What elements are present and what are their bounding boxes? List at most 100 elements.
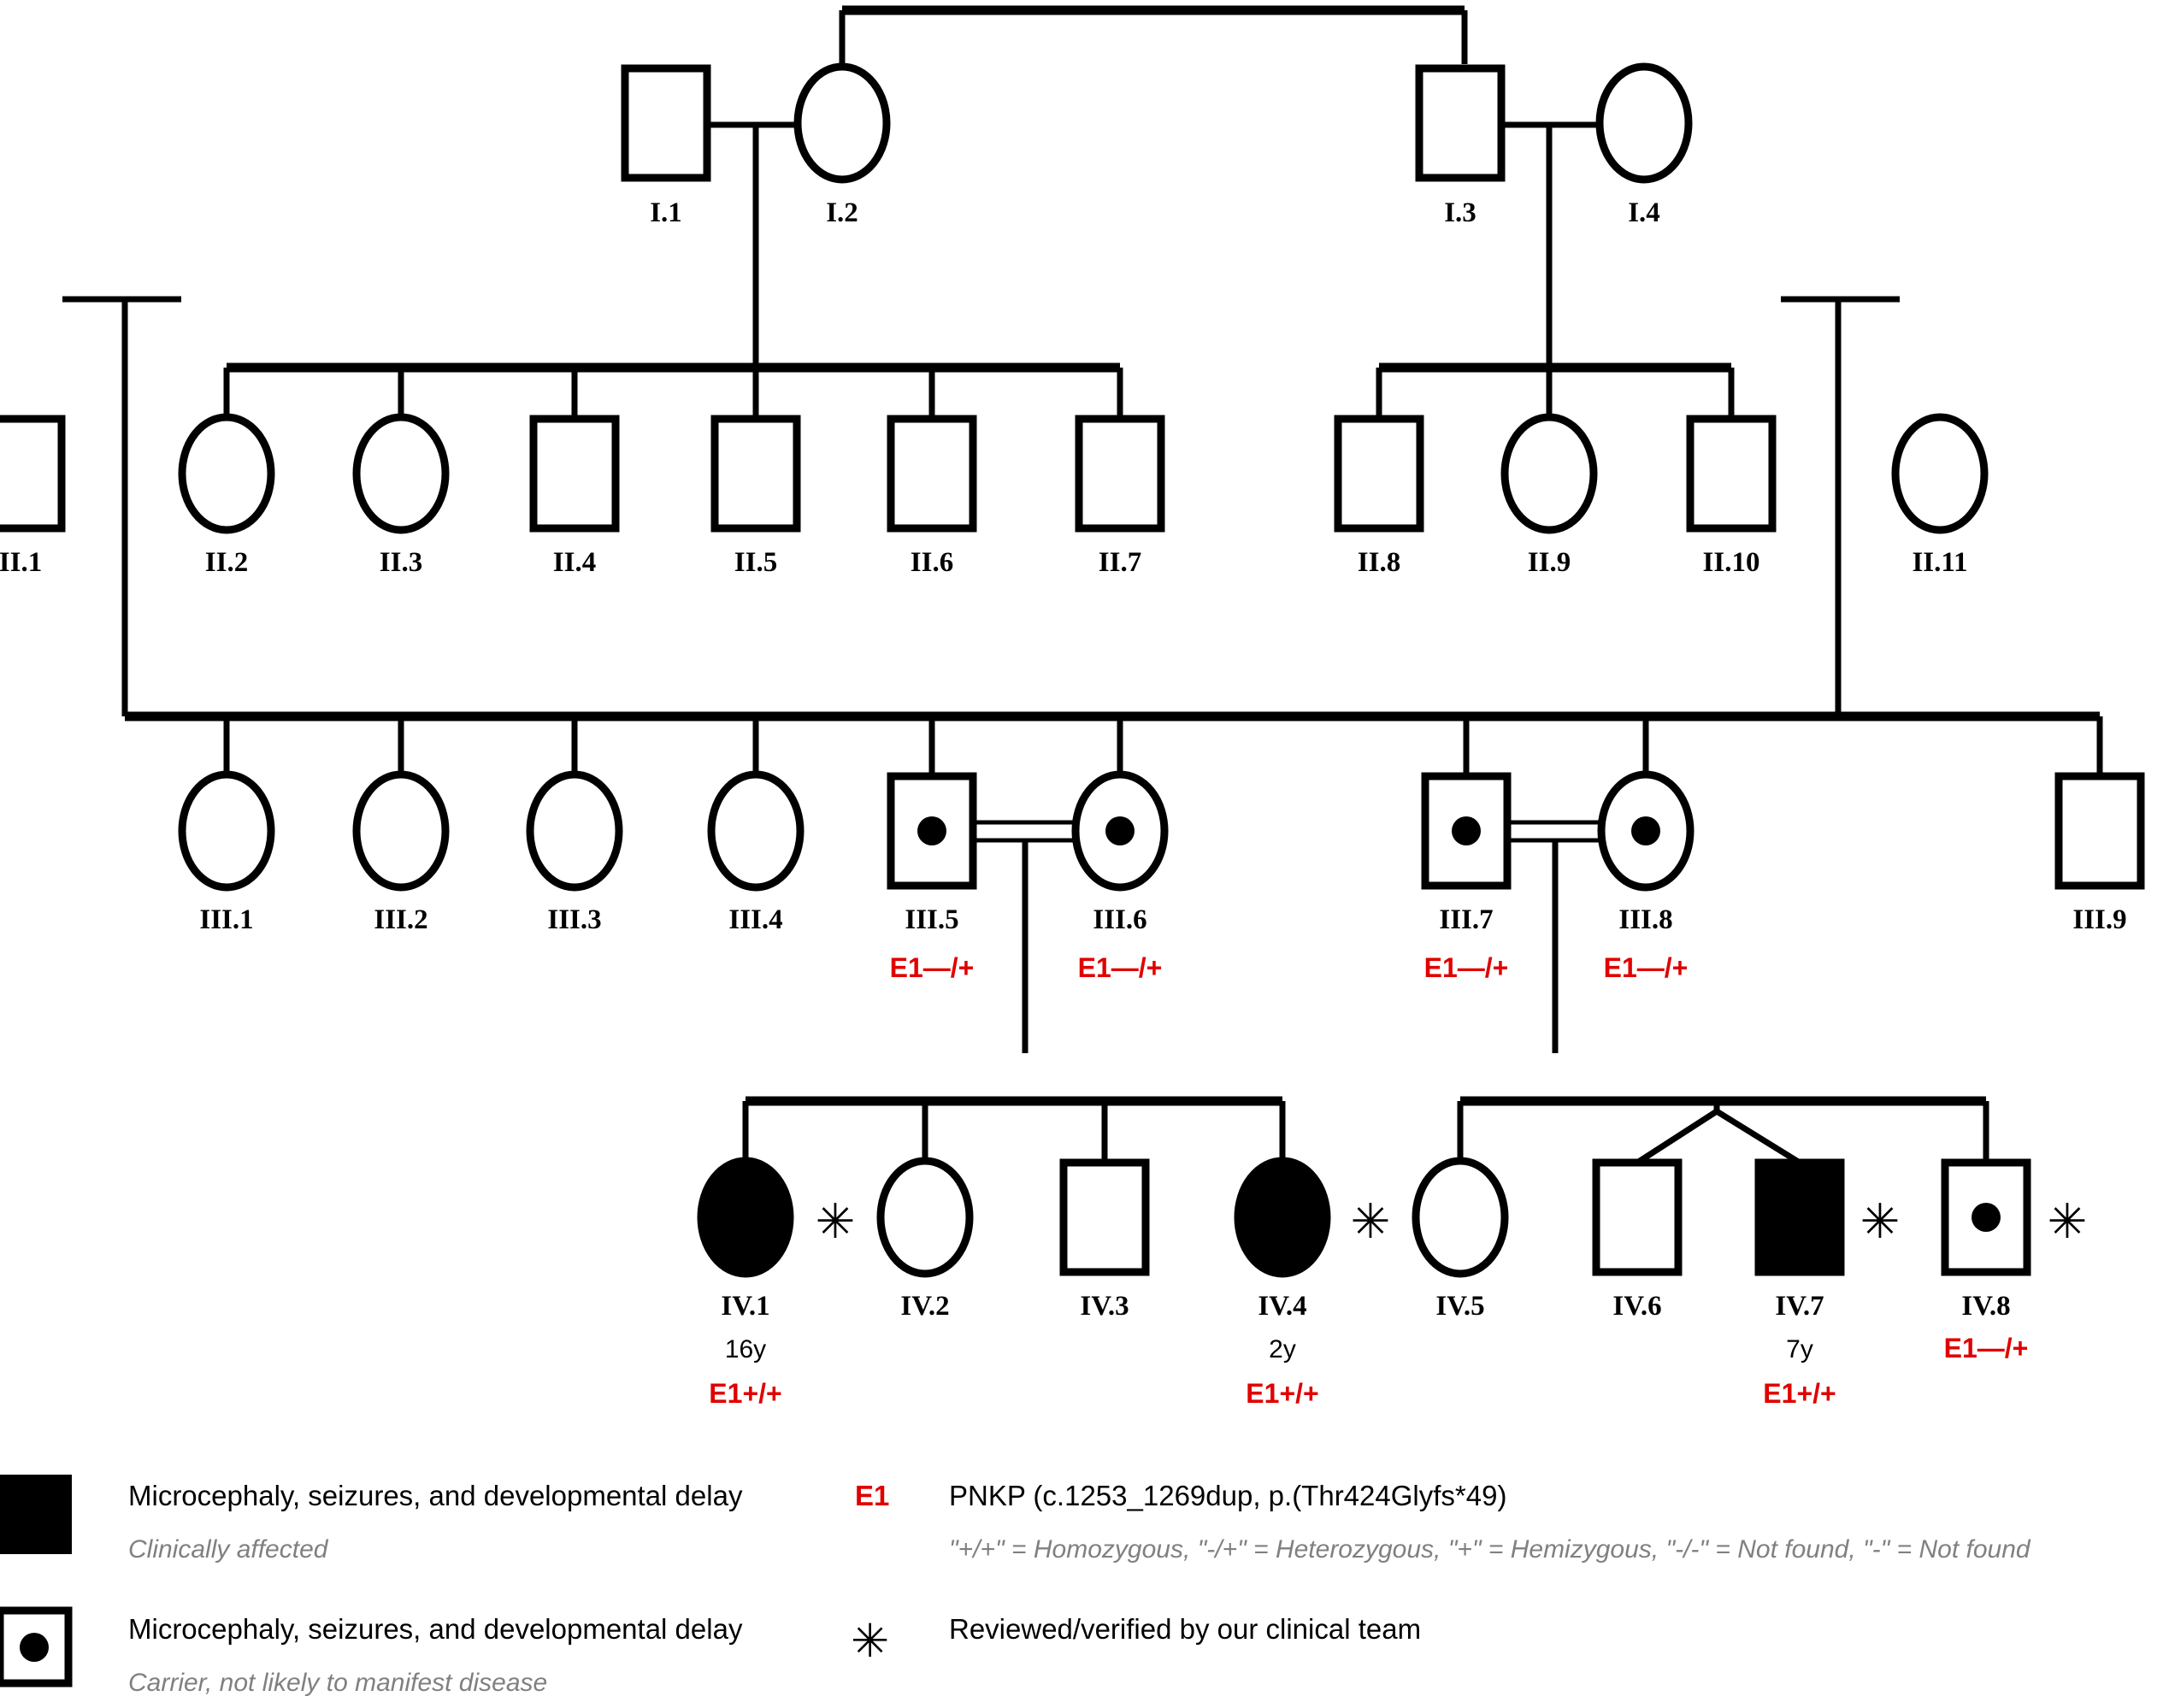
symbol-III6[interactable] [1071,770,1169,892]
label-IV3: IV.3 [1080,1291,1129,1322]
mating-I1-I2 [706,121,805,368]
label-II2: II.2 [205,547,248,578]
symbol-I4[interactable] [1595,62,1693,184]
symbol-III3[interactable] [526,770,623,892]
label-II8: II.8 [1358,547,1400,578]
carrier-dot-icon [1105,816,1135,845]
symbol-IV2[interactable] [876,1157,974,1278]
symbol-II6[interactable] [887,415,977,533]
legend-variant-code: E1 [855,1480,889,1511]
symbol-IV3[interactable] [1059,1158,1150,1276]
symbol-IV6[interactable] [1592,1158,1683,1276]
label-II6: II.6 [911,547,953,578]
legend-variant-subtitle: "+/+" = Homozygous, "-/+" = Heterozygous… [949,1535,2031,1564]
label-II3: II.3 [380,547,422,578]
symbol-III5[interactable] [887,772,977,890]
label-IV8: IV.8 [1961,1291,2010,1322]
mating-II1-II2 [62,296,181,716]
label-II7: II.7 [1099,547,1141,578]
genotype-IV1: E1+/+ [709,1378,781,1409]
label-III7: III.7 [1439,904,1493,935]
symbol-I2[interactable] [793,62,891,184]
sibship-gen2-left [223,362,1123,419]
genotype-III7: E1—/+ [1424,952,1509,983]
symbol-I1[interactable] [621,64,711,182]
verified-asterisk-IV7: ✳ [1860,1196,1901,1249]
carrier-dot-icon [917,816,946,845]
carrier-dot-icon [1452,816,1481,845]
label-IV4: IV.4 [1258,1291,1306,1322]
mating-III5-III6-consanguineous [974,820,1076,1053]
label-III4: III.4 [728,904,782,935]
label-III3: III.3 [547,904,601,935]
symbol-III4[interactable] [707,770,805,892]
symbol-III1[interactable] [178,770,275,892]
label-III2: III.2 [374,904,427,935]
genotype-IV8: E1—/+ [1944,1333,2029,1363]
label-III5: III.5 [905,904,958,935]
genotype-III8: E1—/+ [1604,952,1689,983]
legend-carrier-subtitle: Carrier, not likely to manifest disease [128,1669,547,1697]
label-II4: II.4 [553,547,596,578]
label-I2: I.2 [826,197,858,228]
sibship-gen4-right [1457,1096,1989,1165]
symbol-II7[interactable] [1075,415,1165,533]
legend-verified-icon: ✳ [851,1616,889,1667]
verified-asterisk-IV4: ✳ [1351,1196,1391,1249]
age-IV4: 2y [1269,1335,1296,1363]
verified-asterisk-IV1: ✳ [816,1196,856,1249]
label-I3: I.3 [1444,197,1476,228]
symbol-IV8[interactable] [1941,1158,2031,1276]
symbol-II2[interactable] [178,413,275,534]
label-III8: III.8 [1618,904,1672,935]
symbol-III9[interactable] [2054,772,2145,890]
genotype-III5: E1—/+ [890,952,975,983]
symbol-III2[interactable] [352,770,450,892]
genotype-IV7: E1+/+ [1763,1378,1836,1409]
legend-swatch-affected [0,1475,72,1554]
sibship-gen2-right [1376,362,1735,419]
label-II10: II.10 [1703,547,1760,578]
legend-swatch-carrier [0,1606,73,1687]
symbol-II4[interactable] [529,415,620,533]
legend-affected-subtitle: Clinically affected [128,1535,329,1564]
carrier-dot-icon [20,1633,49,1662]
symbol-II3[interactable] [352,413,450,534]
symbol-II1[interactable] [0,415,66,533]
genotype-IV4: E1+/+ [1246,1378,1318,1409]
label-III9: III.9 [2072,904,2126,935]
symbol-IV1[interactable] [697,1157,794,1278]
label-I4: I.4 [1628,197,1660,228]
symbol-IV7[interactable] [1754,1158,1845,1276]
symbol-IV5[interactable] [1412,1157,1509,1278]
symbol-III7[interactable] [1421,772,1512,890]
legend-carrier-title: Microcephaly, seizures, and developmenta… [128,1613,743,1645]
sibship-gen4-left [742,1096,1286,1161]
label-III1: III.1 [199,904,253,935]
verified-asterisk-IV8: ✳ [2048,1196,2088,1249]
label-IV1: IV.1 [721,1291,769,1322]
label-IV5: IV.5 [1435,1291,1484,1322]
symbol-II9[interactable] [1500,413,1598,534]
label-IV7: IV.7 [1775,1291,1824,1322]
genotype-III6: E1—/+ [1078,952,1163,983]
label-IV2: IV.2 [900,1291,949,1322]
mating-II10-II11 [1781,296,1900,716]
symbol-I3[interactable] [1415,64,1506,182]
label-II1: II.1 [0,547,42,578]
symbol-III8[interactable] [1597,770,1695,892]
mating-I3-I4 [1500,121,1599,368]
label-IV6: IV.6 [1612,1291,1661,1322]
symbol-II8[interactable] [1334,415,1424,533]
carrier-dot-icon [1631,816,1660,845]
legend-affected-title: Microcephaly, seizures, and developmenta… [128,1480,743,1511]
symbol-II5[interactable] [710,415,801,533]
symbol-II11[interactable] [1891,413,1989,534]
label-III6: III.6 [1093,904,1146,935]
symbol-IV4[interactable] [1234,1157,1331,1278]
sibship-gen3 [125,711,2103,774]
label-II9: II.9 [1528,547,1571,578]
symbol-II10[interactable] [1686,415,1777,533]
legend-verified-title: Reviewed/verified by our clinical team [949,1613,1421,1645]
label-I1: I.1 [650,197,682,228]
